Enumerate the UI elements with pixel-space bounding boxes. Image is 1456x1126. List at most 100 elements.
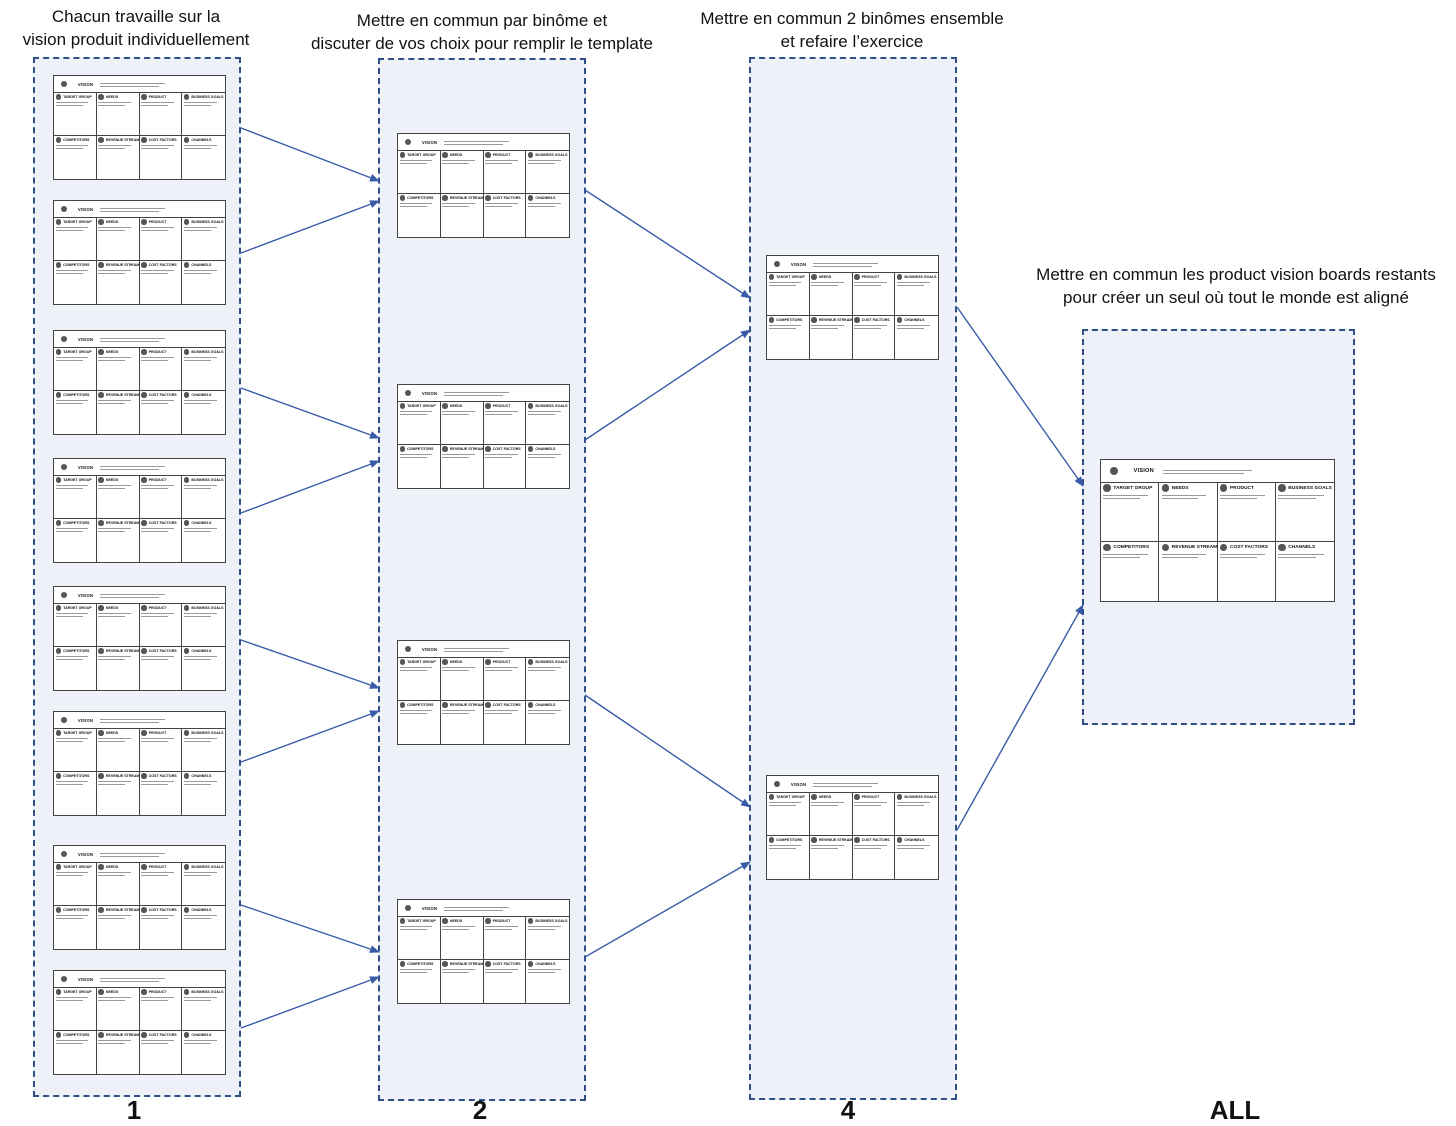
board-cell-icon <box>55 1032 62 1038</box>
board-cell-text-line <box>183 999 212 1001</box>
board-cell-text-line <box>98 226 132 228</box>
board-cell-text-line <box>854 847 882 849</box>
board-cell-text-line <box>442 928 470 930</box>
board-cell-icon <box>399 659 406 665</box>
board-cell-text-line <box>141 655 174 657</box>
board-cell-text-line <box>1103 553 1149 555</box>
board-cell-text-line <box>811 847 839 849</box>
board-cell-text-line <box>98 658 126 660</box>
vision-row: VISION <box>398 385 569 402</box>
board-cell-competitors: COMPETITORS <box>54 906 97 949</box>
board-cell-icon <box>141 392 147 398</box>
board-cell-target-group: TARGET GROUP <box>398 402 441 445</box>
board-cell-icon <box>183 262 190 268</box>
board-cell-icon <box>55 94 62 100</box>
vision-icon <box>60 206 67 212</box>
board-cell-cost-factors: COST FACTORS <box>853 316 896 359</box>
vision-text-lines <box>99 81 219 87</box>
board-cell-icon <box>485 918 491 924</box>
board-cell-label: NEEDS <box>449 404 463 409</box>
board-cell-text-line <box>98 101 132 103</box>
vision-icon <box>404 139 411 145</box>
board-cell-header: BUSINESS GOALS <box>183 989 224 995</box>
column-3-title-line-2: et refaire l’exercice <box>780 32 924 51</box>
board-cell-icon <box>442 152 448 158</box>
vision-row: VISION <box>54 331 225 348</box>
board-cell-needs: NEEDS <box>96 93 140 136</box>
board-cell-text-line <box>98 780 132 782</box>
board-cell-text-line <box>183 269 218 271</box>
board-cell-icon <box>55 989 62 995</box>
board-cell-text-line <box>896 281 931 283</box>
board-cell-text-line <box>527 205 556 207</box>
vision-icon <box>404 905 411 911</box>
board-cell-text-line <box>485 928 513 930</box>
board-cell-text-line <box>141 996 174 998</box>
board-cell-icon <box>442 403 448 409</box>
board-cell-header: PRODUCT <box>141 864 179 870</box>
board-cell-header: REVENUE STREAMS <box>98 520 139 526</box>
board-cell-header: BUSINESS GOALS <box>183 477 224 483</box>
board-cell-header: NEEDS <box>1161 484 1215 492</box>
board-cell-header: NEEDS <box>98 94 136 100</box>
board-cell-header: BUSINESS GOALS <box>183 349 224 355</box>
board-cell-business-goals: BUSINESS GOALS <box>526 658 569 701</box>
board-cell-label: REVENUE STREAMS <box>449 703 484 708</box>
board-cell-revenue-streams: REVENUE STREAMS <box>97 519 140 562</box>
board-cell-text-line <box>399 456 427 458</box>
board-cell-text-line <box>442 669 470 671</box>
vision-icon <box>773 781 780 787</box>
board-cell-revenue-streams: REVENUE STREAMS <box>441 960 484 1003</box>
board-cell-icon <box>141 262 147 268</box>
board-cell-product: PRODUCT <box>852 273 896 316</box>
board-cell-label: COMPETITORS <box>63 908 90 913</box>
board-cell-header: CHANNELS <box>527 195 567 201</box>
board-cell-revenue-streams: REVENUE STREAMS <box>441 445 484 488</box>
board-cell-icon <box>442 702 448 708</box>
board-cell-icon <box>141 137 147 143</box>
board-cell-text-line <box>141 101 174 103</box>
board-cell-label: REVENUE STREAMS <box>105 908 140 913</box>
board-cell-header: COMPETITORS <box>399 195 438 201</box>
board-cell-header: CHANNELS <box>183 520 223 526</box>
board-cell-icon <box>98 989 104 995</box>
board-cell-header: NEEDS <box>98 864 136 870</box>
board-cell-label: CHANNELS <box>904 838 925 843</box>
board-cell-header: COST FACTORS <box>485 446 523 452</box>
board-cell-text-line <box>768 324 802 326</box>
board-cell-text-line <box>55 402 83 404</box>
board-cell-header: NEEDS <box>98 349 136 355</box>
board-cell-competitors: COMPETITORS <box>54 1031 97 1074</box>
board-cell-header: BUSINESS GOALS <box>896 274 937 280</box>
board-cell-icon <box>55 907 62 913</box>
board-cell-text-line <box>55 658 83 660</box>
board-cell-icon <box>485 659 491 665</box>
board-cell-label: CHANNELS <box>1288 544 1316 550</box>
board-cell-icon <box>1103 484 1111 492</box>
board-cell-label: BUSINESS GOALS <box>904 275 937 280</box>
board-cell-cost-factors: COST FACTORS <box>853 836 896 879</box>
column-3-panel <box>749 57 957 1100</box>
board-cell-header: NEEDS <box>98 730 136 736</box>
board-cell-label: PRODUCT <box>861 275 880 280</box>
board-cell-label: TARGET GROUP <box>407 404 436 409</box>
board-cell-text-line <box>183 226 218 228</box>
board-cell-text-line <box>399 162 427 164</box>
flow-arrow-1 <box>240 127 380 182</box>
board-cell-text-line <box>55 914 89 916</box>
board-cell-text-line <box>811 801 845 803</box>
board-cell-text-line <box>98 484 132 486</box>
board-cell-business-goals: BUSINESS GOALS <box>526 151 569 194</box>
board-cell-text-line <box>98 104 126 106</box>
board-cell-icon <box>527 152 534 158</box>
board-cell-target-group: TARGET GROUP <box>54 988 97 1031</box>
board-cell-label: TARGET GROUP <box>63 990 92 995</box>
board-cell-header: PRODUCT <box>141 730 179 736</box>
board-cell-label: PRODUCT <box>1229 485 1255 491</box>
board-cell-icon <box>527 195 534 201</box>
board-cell-icon <box>527 961 534 967</box>
board-cell-icon <box>442 659 448 665</box>
board-cell-text-line <box>485 968 518 970</box>
